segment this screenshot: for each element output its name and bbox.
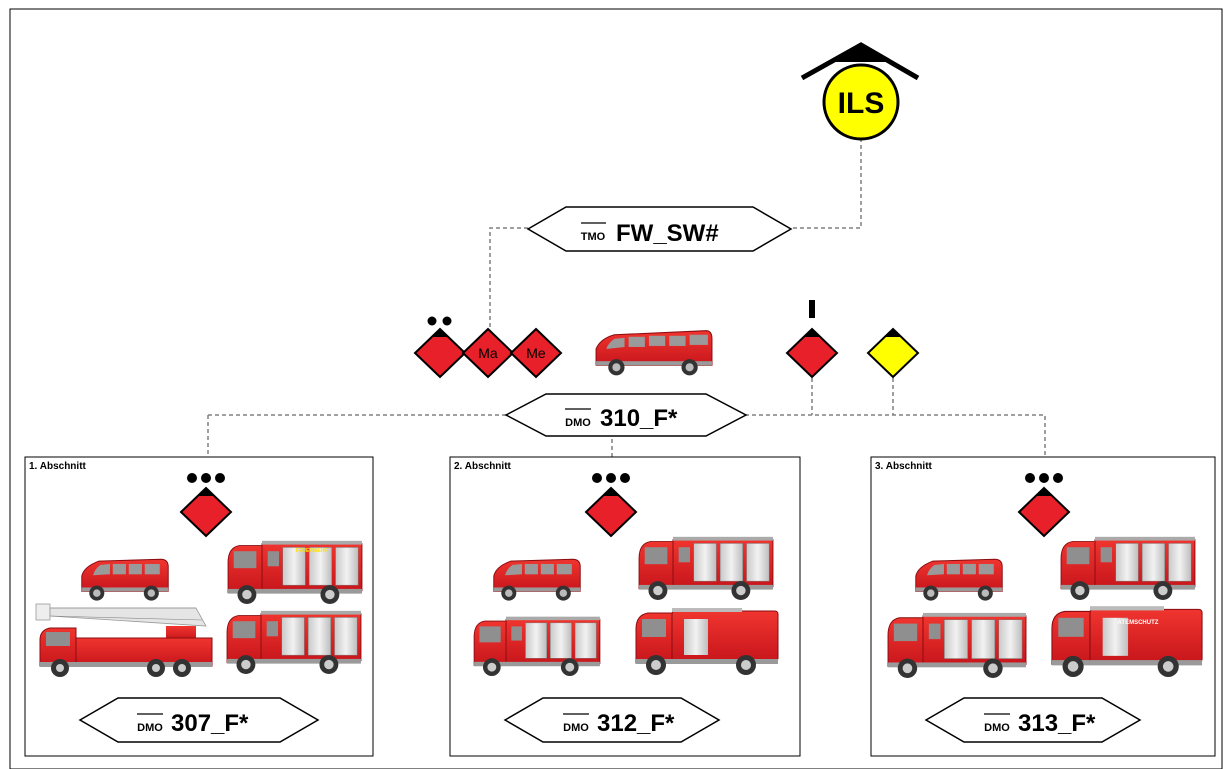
tmo-to-staff-line (489, 227, 528, 340)
section-2-label: 2. Abschnitt (454, 461, 512, 472)
section-2-prefix: DMO (563, 722, 589, 734)
section-1-unit-name: 307_F* (171, 710, 249, 737)
tmo-node[interactable]: TMO FW_SW# (526, 206, 793, 252)
feuerwehr-lettering: FEUERWEHR (296, 548, 329, 554)
command-name: 310_F* (600, 405, 678, 432)
command-hexagon (504, 393, 748, 437)
section-2-unit-name: 312_F* (597, 710, 675, 737)
me-label: Me (526, 345, 546, 361)
section-1-leader-sign[interactable] (179, 473, 233, 538)
ils-circle (822, 63, 900, 141)
tmo-prefix: TMO (581, 231, 606, 243)
page-frame (9, 8, 1223, 769)
section-1-unit-hexagon[interactable]: DMO 307_F* (78, 697, 320, 743)
ils-to-tmo-line (790, 138, 862, 229)
section-3-prefix: DMO (984, 722, 1010, 734)
section-3-label: 3. Abschnitt (875, 461, 933, 472)
atemschutz-lettering: ATEMSCHUTZ (1118, 620, 1159, 626)
section-1-label: 1. Abschnitt (29, 461, 87, 472)
command-vehicle-icon (595, 330, 713, 376)
section-3-unit-name: 313_F* (1018, 710, 1096, 737)
ma-sign[interactable]: Ma (461, 327, 515, 379)
support-unit-sign[interactable] (866, 327, 920, 379)
ma-label: Ma (478, 345, 498, 361)
me-sign[interactable]: Me (509, 327, 563, 379)
command-staff-sign[interactable] (413, 316, 467, 379)
command-right-line (745, 414, 1046, 478)
command-prefix: DMO (565, 417, 591, 429)
section-3-leader-sign[interactable] (1017, 473, 1071, 538)
unit-leader-sign[interactable] (785, 300, 839, 379)
tmo-hexagon (526, 206, 793, 252)
section-1-prefix: DMO (137, 722, 163, 734)
section-2-unit-hexagon[interactable]: DMO 312_F* (503, 697, 721, 743)
staff-signs: Ma Me (413, 316, 563, 379)
section-2: 2. Abschnitt DMO 312_F* (449, 456, 801, 757)
section-3-atemschutz-truck-icon: ATEMSCHUTZ (1051, 605, 1203, 677)
section-1: 1. Abschnitt FEUERWEHR DMO 307_F* (24, 456, 374, 757)
command-node[interactable]: DMO 310_F* (504, 393, 748, 437)
section-3-unit-hexagon[interactable]: DMO 313_F* (924, 697, 1142, 743)
tmo-name: FW_SW# (616, 220, 719, 247)
section-1-ladder-icon (35, 603, 213, 677)
section-3: 3. Abschnitt ATEMSCHUTZ DMO 313_F* (870, 456, 1216, 757)
ils-label: ILS (838, 87, 885, 120)
section-1-feuerwehr-truck-icon: FEUERWEHR (227, 540, 363, 604)
ils-node[interactable]: ILS (800, 42, 920, 141)
section-2-leader-sign[interactable] (584, 473, 638, 538)
